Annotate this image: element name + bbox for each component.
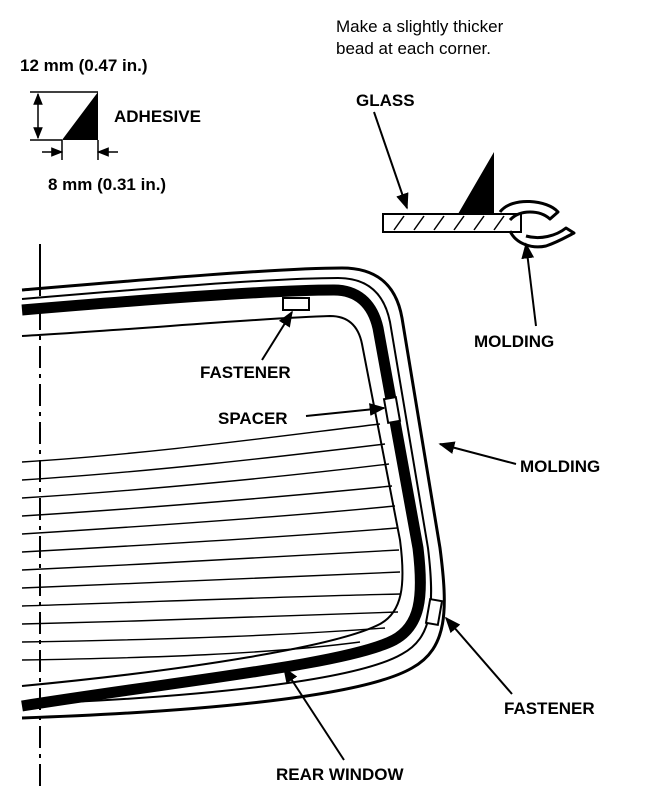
adhesive-height-dimension: 12 mm (0.47 in.)	[20, 56, 148, 75]
corner-bead-note: Make a slightly thicker bead at each cor…	[336, 16, 503, 60]
fastener-bottom-part	[424, 597, 444, 627]
fastener-top-part	[282, 297, 310, 311]
adhesive-width-dimension: 8 mm (0.31 in.)	[48, 175, 167, 194]
fastener-top-label: FASTENER	[200, 363, 291, 382]
glass-molding-detail	[382, 152, 576, 249]
rear-window-label: REAR WINDOW	[276, 765, 404, 784]
rear-window-body	[21, 244, 446, 790]
molding-main-label: MOLDING	[520, 457, 601, 476]
adhesive-bead-section	[30, 91, 118, 160]
spacer-part	[382, 395, 402, 425]
glass-label: GLASS	[356, 91, 415, 110]
leader-arrows	[261, 111, 537, 761]
molding-detail-label: MOLDING	[474, 332, 555, 351]
adhesive-label: ADHESIVE	[114, 107, 201, 126]
defroster-grid-lines	[21, 423, 402, 661]
fastener-bottom-label: FASTENER	[504, 699, 595, 718]
spacer-label: SPACER	[218, 409, 288, 428]
note-line-2: bead at each corner.	[336, 39, 492, 58]
note-line-1: Make a slightly thicker	[336, 17, 504, 36]
